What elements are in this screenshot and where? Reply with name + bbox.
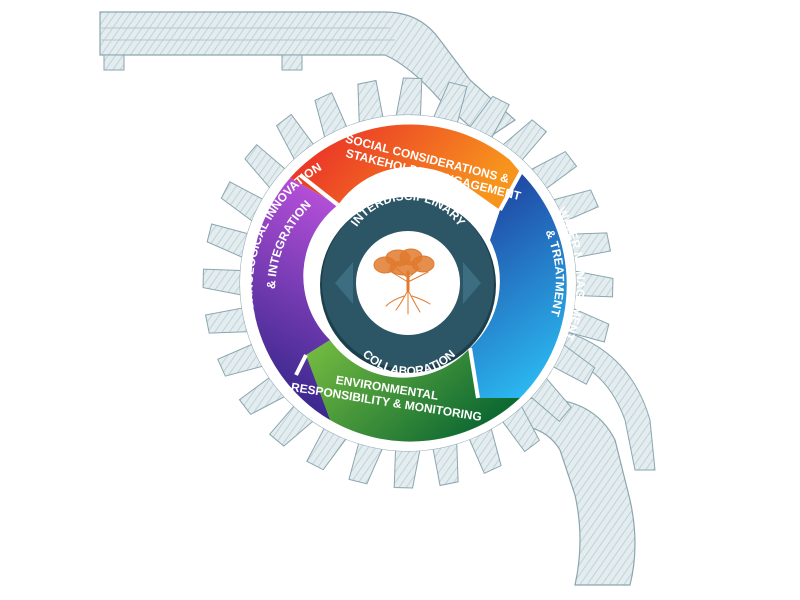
tree-roots-icon (373, 248, 435, 315)
wheel-tooth (202, 268, 244, 296)
inner-ring-arrows (335, 262, 481, 304)
wheel-tooth (395, 77, 423, 119)
segment-environmental (296, 340, 520, 442)
segment-water (470, 172, 567, 398)
wheel-tooth (393, 447, 421, 489)
segment-technological (251, 178, 338, 420)
segment-social (290, 124, 520, 210)
